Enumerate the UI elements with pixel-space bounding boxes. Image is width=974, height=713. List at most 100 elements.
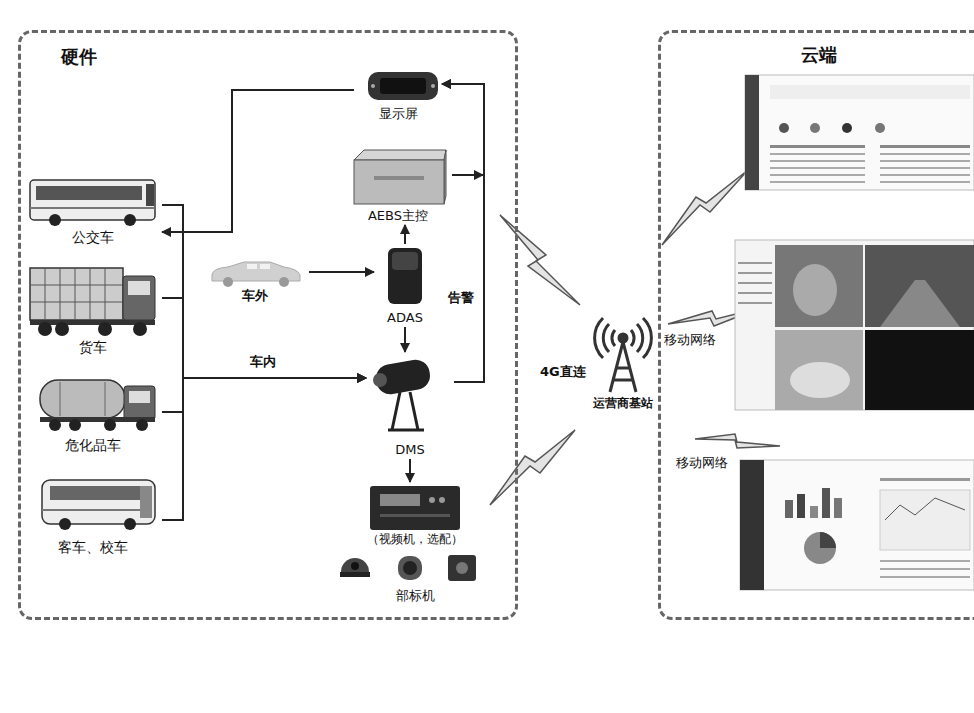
aebs-box-illustration (374, 176, 424, 180)
statistics-screenshot (740, 460, 764, 590)
region-panel: 云端 (658, 30, 974, 620)
camera-set-illustration (403, 561, 417, 575)
video-screenshot (865, 330, 974, 410)
truck-illustration (123, 276, 155, 320)
truck-illustration (133, 322, 147, 336)
statistics-screenshot (822, 488, 830, 518)
dashboard-screenshot (875, 123, 885, 133)
display-illustration (368, 72, 438, 100)
statistics-screenshot (880, 478, 970, 481)
camera-set-illustration (341, 558, 369, 572)
node-label: 车外 (201, 288, 309, 305)
truck-illustration (30, 302, 123, 303)
car-illustration (212, 262, 300, 287)
connector-arrow (162, 378, 366, 412)
annotation-label: 告警 (448, 290, 474, 307)
node-label: 货车 (24, 338, 162, 356)
device-node: AEBS主控 (344, 146, 452, 225)
connector-arrow (442, 84, 484, 382)
video-screenshot (738, 282, 772, 284)
connector-arrow (442, 84, 484, 175)
tower-illustration (619, 334, 627, 342)
tanker-illustration (105, 382, 106, 416)
dashboard-screenshot (880, 153, 970, 155)
node-label: 客车、校车 (24, 538, 162, 556)
dashboard-screenshot (810, 123, 820, 133)
statistics-screenshot (740, 460, 974, 590)
tanker-illustration (40, 380, 155, 431)
camera-set-illustration (351, 562, 359, 570)
truck-illustration (90, 268, 91, 320)
dashboard-screenshot (770, 85, 970, 99)
device-node: 车外 (201, 258, 309, 305)
connector-arrow (404, 327, 406, 352)
recorder-illustration (429, 497, 435, 503)
statistics-screenshot (810, 506, 818, 518)
dashboard-screenshot (770, 174, 865, 176)
statistics-screenshot (797, 494, 805, 518)
car-illustration (260, 264, 270, 269)
tanker-illustration (49, 419, 61, 431)
display-illustration (380, 78, 426, 94)
wireless-link-symbol (695, 434, 780, 448)
truck-illustration (128, 281, 150, 295)
dms-camera-illustration (374, 358, 432, 397)
device-node: 客车、校车 (24, 476, 162, 556)
truck-illustration (55, 322, 69, 336)
tower-illustration (637, 324, 643, 352)
dashboard-screenshot (880, 174, 970, 176)
device-node: 公交车 (24, 176, 162, 246)
node-label: （视频机，选配） (336, 532, 494, 548)
connector-arrow (404, 225, 406, 244)
region-heading: 硬件 (61, 45, 97, 68)
node-label: ADAS (374, 310, 436, 327)
tower-illustration (616, 367, 630, 370)
display-illustration (371, 84, 375, 88)
connector-arrow (309, 271, 374, 273)
recorder-illustration (380, 514, 450, 517)
wireless-link-symbol (500, 215, 580, 305)
truck-illustration (45, 268, 46, 320)
coach-illustration (42, 480, 155, 524)
bus-illustration (30, 207, 155, 209)
camera-set-illustration (340, 555, 476, 581)
bus-illustration (30, 180, 155, 226)
dms-camera-illustration (373, 373, 387, 387)
car-illustration (223, 277, 233, 287)
display-illustration (431, 84, 435, 88)
connector-arrow (162, 298, 366, 378)
device-node: ADAS (374, 244, 436, 327)
annotation-label: 4G直连 (540, 364, 586, 381)
dashboard-screenshot (770, 167, 865, 169)
dashboard-screenshot (745, 75, 974, 190)
video-screenshot (790, 362, 850, 398)
video-screenshot (738, 302, 772, 304)
camera-set-illustration (340, 572, 370, 577)
statistics-screenshot (804, 532, 836, 564)
video-screenshot (735, 240, 974, 410)
coach-illustration (42, 509, 140, 511)
dashboard-screenshot (745, 75, 759, 190)
truck-illustration (30, 268, 155, 336)
statistics-screenshot (740, 460, 974, 590)
recorder-illustration (439, 497, 445, 503)
truck-illustration (30, 285, 123, 286)
aebs-box-illustration (354, 160, 444, 204)
truck-illustration (38, 322, 52, 336)
coach-illustration (50, 486, 145, 500)
node-label: 部标机 (336, 588, 494, 605)
device-node: 显示屏 (354, 66, 442, 123)
bus-illustration (49, 214, 61, 226)
recorder-illustration (370, 486, 460, 530)
statistics-screenshot (880, 490, 970, 550)
tower-illustration (603, 324, 609, 352)
statistics-screenshot (885, 498, 965, 520)
video-screenshot (738, 292, 772, 294)
device-node: 运营商基站 (586, 318, 660, 412)
wireless-link-symbol (662, 170, 748, 245)
region-heading: 云端 (801, 43, 837, 66)
tower-illustration (595, 318, 603, 358)
dms-camera-illustration (392, 392, 400, 430)
video-screenshot (793, 264, 837, 316)
